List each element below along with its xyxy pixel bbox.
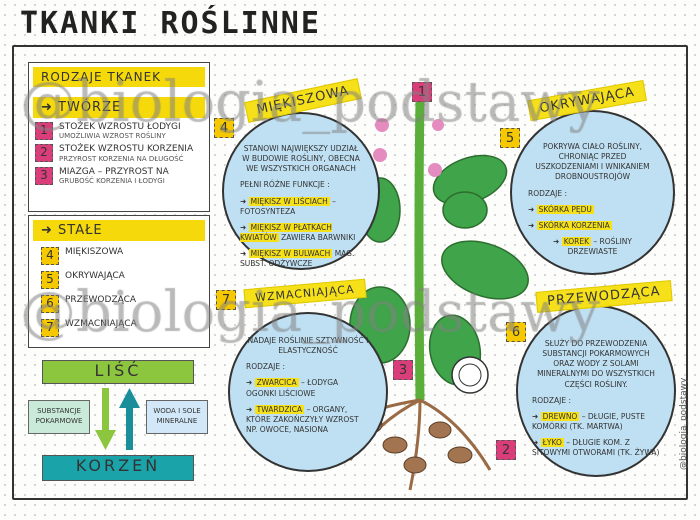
leaf-bar: LIŚĆ bbox=[42, 360, 194, 384]
number-tag: 5 bbox=[41, 271, 59, 289]
flower bbox=[428, 163, 442, 177]
plant-tag-cambium: 3 bbox=[393, 360, 413, 380]
vascular-number: 6 bbox=[506, 322, 526, 342]
side-credit: @biologia_podstawy bbox=[679, 377, 689, 470]
vascular-circle: SŁUŻY DO PRZEWODZENIA SUBSTANCJI POKARMO… bbox=[516, 305, 676, 477]
item-name: MIAZGA – PRZYROST NA bbox=[59, 166, 169, 177]
dermal-lead: RODZAJE : bbox=[528, 188, 568, 198]
up-arrow-icon bbox=[119, 388, 140, 450]
supporting-circle: NADAJE ROŚLINIE SZTYWNOŚĆ I ELASTYCZNOŚĆ… bbox=[228, 312, 388, 472]
number-tag: 7 bbox=[41, 319, 59, 337]
list-item: ➜ MIĘKISZ W PŁATKACH KWIATÓW ZAWIERA BAR… bbox=[240, 222, 356, 242]
flower bbox=[375, 118, 389, 132]
item-name: STOŻEK WZROSTU ŁODYGI bbox=[59, 122, 181, 132]
parenchyma-intro: STANOWI NAJWIĘKSZY UDZIAŁ W BUDOWIE ROŚL… bbox=[242, 144, 360, 174]
transport-arrows bbox=[95, 388, 140, 450]
vascular-lead: RODZAJE : bbox=[532, 395, 572, 405]
item-desc: PRZYROST KORZENIA NA DŁUGOŚĆ bbox=[59, 154, 184, 163]
number-tag: 2 bbox=[35, 144, 53, 163]
list-item: ➜ SKÓRKA PĘDU bbox=[528, 204, 594, 214]
item-name: PRZEWODZĄCA bbox=[65, 295, 137, 305]
parenchyma-circle: STANOWI NAJWIĘKSZY UDZIAŁ W BUDOWIE ROŚL… bbox=[222, 112, 380, 270]
item-highlight: SKÓRKA PĘDU bbox=[536, 204, 594, 214]
root-bar: KORZEŃ bbox=[42, 455, 194, 481]
supporting-number: 7 bbox=[216, 290, 236, 310]
dermal-number: 5 bbox=[500, 128, 520, 148]
legend-header: RODZAJE TKANEK bbox=[33, 67, 205, 87]
parenchyma-lead: PEŁNI RÓŻNE FUNKCJE : bbox=[240, 180, 330, 190]
dermal-intro: POKRYWA CIAŁO ROŚLINY, CHRONIĄC PRZED US… bbox=[535, 142, 650, 182]
item-highlight: MIĘKISZ W BULWACH bbox=[248, 249, 333, 258]
legend-item: 7 WZMACNIAJĄCA bbox=[41, 319, 197, 337]
list-item: ➜ ŁYKO – DŁUGIE KOM. Z SITOWYMI OTWORAMI… bbox=[532, 438, 660, 458]
list-item: ➜ MIĘKISZ W LIŚCIACH – FOTOSYNTEZA bbox=[240, 196, 336, 216]
list-item: ➜ MIĘKISZ W BULWACH MAG. SUBST. ODŻYWCZE bbox=[240, 249, 355, 269]
vascular-intro: SŁUŻY DO PRZEWODZENIA SUBSTANCJI POKARMO… bbox=[537, 339, 655, 389]
permanent-tissues-panel: ➜ STAŁE 4 MIĘKISZOWA 5 OKRYWAJĄCA 6 PRZEWOD… bbox=[28, 215, 210, 348]
plant-tag-shoot-apex: 1 bbox=[412, 82, 432, 102]
legend-item: 6 PRZEWODZĄCA bbox=[41, 295, 197, 313]
list-item: ➜ KOREK – ROŚLINY DRZEWIASTE bbox=[553, 236, 632, 256]
item-name: OKRYWAJĄCA bbox=[65, 271, 125, 281]
item-desc: UMOŻLIWIA WZROST ROŚLINY bbox=[59, 132, 166, 141]
item-name: MIĘKISZOWA bbox=[65, 247, 124, 257]
dermal-circle: POKRYWA CIAŁO ROŚLINY, CHRONIĄC PRZED US… bbox=[510, 110, 675, 275]
supporting-intro: NADAJE ROŚLINIE SZTYWNOŚĆ I ELASTYCZNOŚĆ bbox=[247, 336, 369, 356]
number-tag: 6 bbox=[41, 295, 59, 313]
list-item: ➜ SKÓRKA KORZENIA bbox=[528, 220, 612, 230]
water-note: WODA I SOLE MINERALNE bbox=[146, 400, 208, 434]
item-highlight: ŁYKO bbox=[540, 438, 564, 447]
legend-item: 4 MIĘKISZOWA bbox=[41, 247, 197, 265]
item-name: WZMACNIAJĄCA bbox=[65, 319, 137, 329]
flower bbox=[432, 119, 444, 131]
item-desc: GRUBOŚĆ KORZENIA I ŁODYGI bbox=[59, 177, 165, 186]
number-tag: 4 bbox=[41, 247, 59, 265]
list-item: ➜ ZWARCICA – ŁODYGA OGONKI LIŚCIOWE bbox=[246, 378, 339, 398]
legend-item: 5 OKRYWAJĄCA bbox=[41, 271, 197, 289]
stem-cross-section-icon bbox=[451, 356, 489, 394]
nutrients-note: SUBSTANCJE POKARMOWE bbox=[28, 400, 90, 434]
supporting-lead: RODZAJE : bbox=[246, 362, 286, 372]
item-highlight: MIĘKISZ W LIŚCIACH bbox=[248, 196, 330, 206]
meristem-heading: ➜ TWÓRZE bbox=[33, 97, 205, 118]
item-highlight: KOREK bbox=[561, 236, 591, 246]
permanent-heading: ➜ STAŁE bbox=[33, 220, 205, 241]
item-name: STOŻEK WZROSTU KORZENIA bbox=[59, 144, 194, 155]
list-item: ➜ TWARDZICA – ORGANY, KTÓRE ZAKOŃCZYŁY W… bbox=[246, 404, 359, 434]
flower bbox=[373, 148, 387, 162]
meristem-label: TWÓRZE bbox=[58, 100, 122, 115]
number-tag: 3 bbox=[35, 166, 53, 185]
item-highlight: ZWARCICA bbox=[254, 378, 299, 388]
plant-tag-root-apex: 2 bbox=[496, 440, 516, 460]
down-arrow-icon bbox=[95, 388, 116, 450]
leaf bbox=[442, 191, 488, 229]
number-tag: 1 bbox=[35, 122, 53, 140]
item-highlight: TWARDZICA bbox=[254, 404, 305, 414]
list-item: ➜ DREWNO – DŁUGIE, PUSTE KOMÓRKI (TK. MA… bbox=[532, 411, 645, 431]
parenchyma-number: 4 bbox=[214, 118, 234, 138]
permanent-label: STAŁE bbox=[58, 223, 103, 238]
leaf bbox=[441, 240, 529, 300]
item-highlight: DREWNO bbox=[540, 411, 580, 421]
item-text: ZAWIERA BARWNIKI bbox=[281, 232, 356, 242]
page-title: TKANKI ROŚLINNE bbox=[20, 6, 321, 41]
item-highlight: SKÓRKA KORZENIA bbox=[536, 220, 612, 230]
